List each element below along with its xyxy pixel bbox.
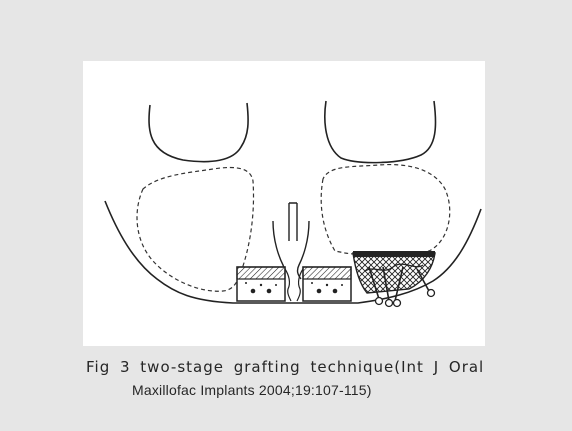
- left-nasal-cavity-outline: [149, 103, 248, 162]
- figure-caption: Fig 3 two-stage grafting technique(Int J…: [50, 356, 530, 402]
- midline-gap: [285, 269, 291, 301]
- right-onlay-graft: [303, 267, 351, 301]
- right-nasal-cavity-outline: [325, 101, 436, 163]
- grafting-diagram: [83, 61, 485, 346]
- caption-line-2: Maxillofac Implants 2004;19:107-115): [50, 379, 530, 402]
- left-sinus-outline: [137, 168, 253, 292]
- sinus-lift-graft: [353, 251, 435, 307]
- left-onlay-graft: [237, 267, 285, 301]
- nasal-septum: [289, 203, 297, 241]
- caption-line-1: Fig 3 two-stage grafting technique(Int J…: [50, 356, 530, 379]
- right-sinus-outline: [321, 165, 450, 256]
- figure-illustration: [83, 61, 485, 346]
